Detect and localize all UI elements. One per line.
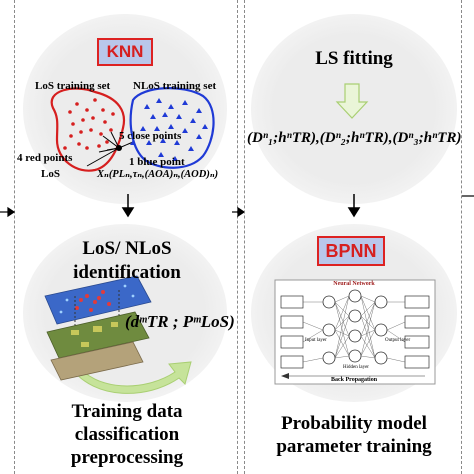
green-curved-arrow xyxy=(70,361,192,394)
left-caption-line2: classification xyxy=(74,424,180,445)
nlos-points xyxy=(140,98,208,161)
identification-title-line2: identification xyxy=(73,262,181,283)
flow-arrows xyxy=(121,194,135,218)
knn-box: KNN xyxy=(97,38,153,66)
right-caption-line2: parameter training xyxy=(276,436,432,457)
one-blue-point-label: 1 blue point xyxy=(129,156,185,168)
four-red-points-label: 4 red points xyxy=(17,152,73,164)
left-caption-line1: Training data xyxy=(71,401,183,422)
left-panel: KNN xyxy=(14,0,238,474)
right-arrows xyxy=(274,83,436,385)
nlos-set-outline xyxy=(129,87,215,169)
feature-vector-label: Xₙ(PLₙ,τₙ,(AOA)ₙ,(AOD)ₙ) xyxy=(97,169,219,180)
blue-neighbor xyxy=(130,140,136,145)
right-panel: LS fitting xyxy=(244,0,462,474)
identification-title-line1: LoS/ NLoS xyxy=(82,238,172,259)
left-caption: Training data classification preprocessi… xyxy=(15,400,239,469)
back-propagation-label: Back Propagation xyxy=(330,377,378,383)
knn-scatter xyxy=(44,87,215,394)
los-training-set-label: LoS training set xyxy=(35,80,111,92)
right-caption-line1: Probability model xyxy=(281,413,427,434)
los-points xyxy=(63,98,115,150)
green-down-arrow xyxy=(335,83,369,119)
parameter-formula: (Dⁿ₁;hⁿTR),(Dⁿ₂;hⁿTR),(Dⁿ₃;hⁿTR) xyxy=(247,130,462,146)
ls-fitting-title: LS fitting xyxy=(315,48,393,69)
right-caption: Probability model parameter training xyxy=(245,412,463,458)
nn-title: Neural Network xyxy=(333,281,375,287)
bpnn-box: BPNN xyxy=(317,236,385,266)
neural-network-image xyxy=(274,279,436,385)
five-close-points-label: 5 close points xyxy=(119,130,182,142)
hidden-layer-label: Hidden layer xyxy=(343,365,369,370)
map-layers-image xyxy=(44,275,152,381)
query-point xyxy=(116,145,122,151)
los-set-outline xyxy=(50,87,126,172)
left-caption-line3: preprocessing xyxy=(70,447,184,468)
nlos-training-set-label: NLoS training set xyxy=(133,80,217,92)
los-label: LoS xyxy=(41,168,60,180)
input-layer-label: Input layer xyxy=(305,338,327,343)
output-layer-label: Output layer xyxy=(385,338,411,343)
distance-los-formula: (dᵐTR ; PᵐLoS) xyxy=(125,312,235,331)
